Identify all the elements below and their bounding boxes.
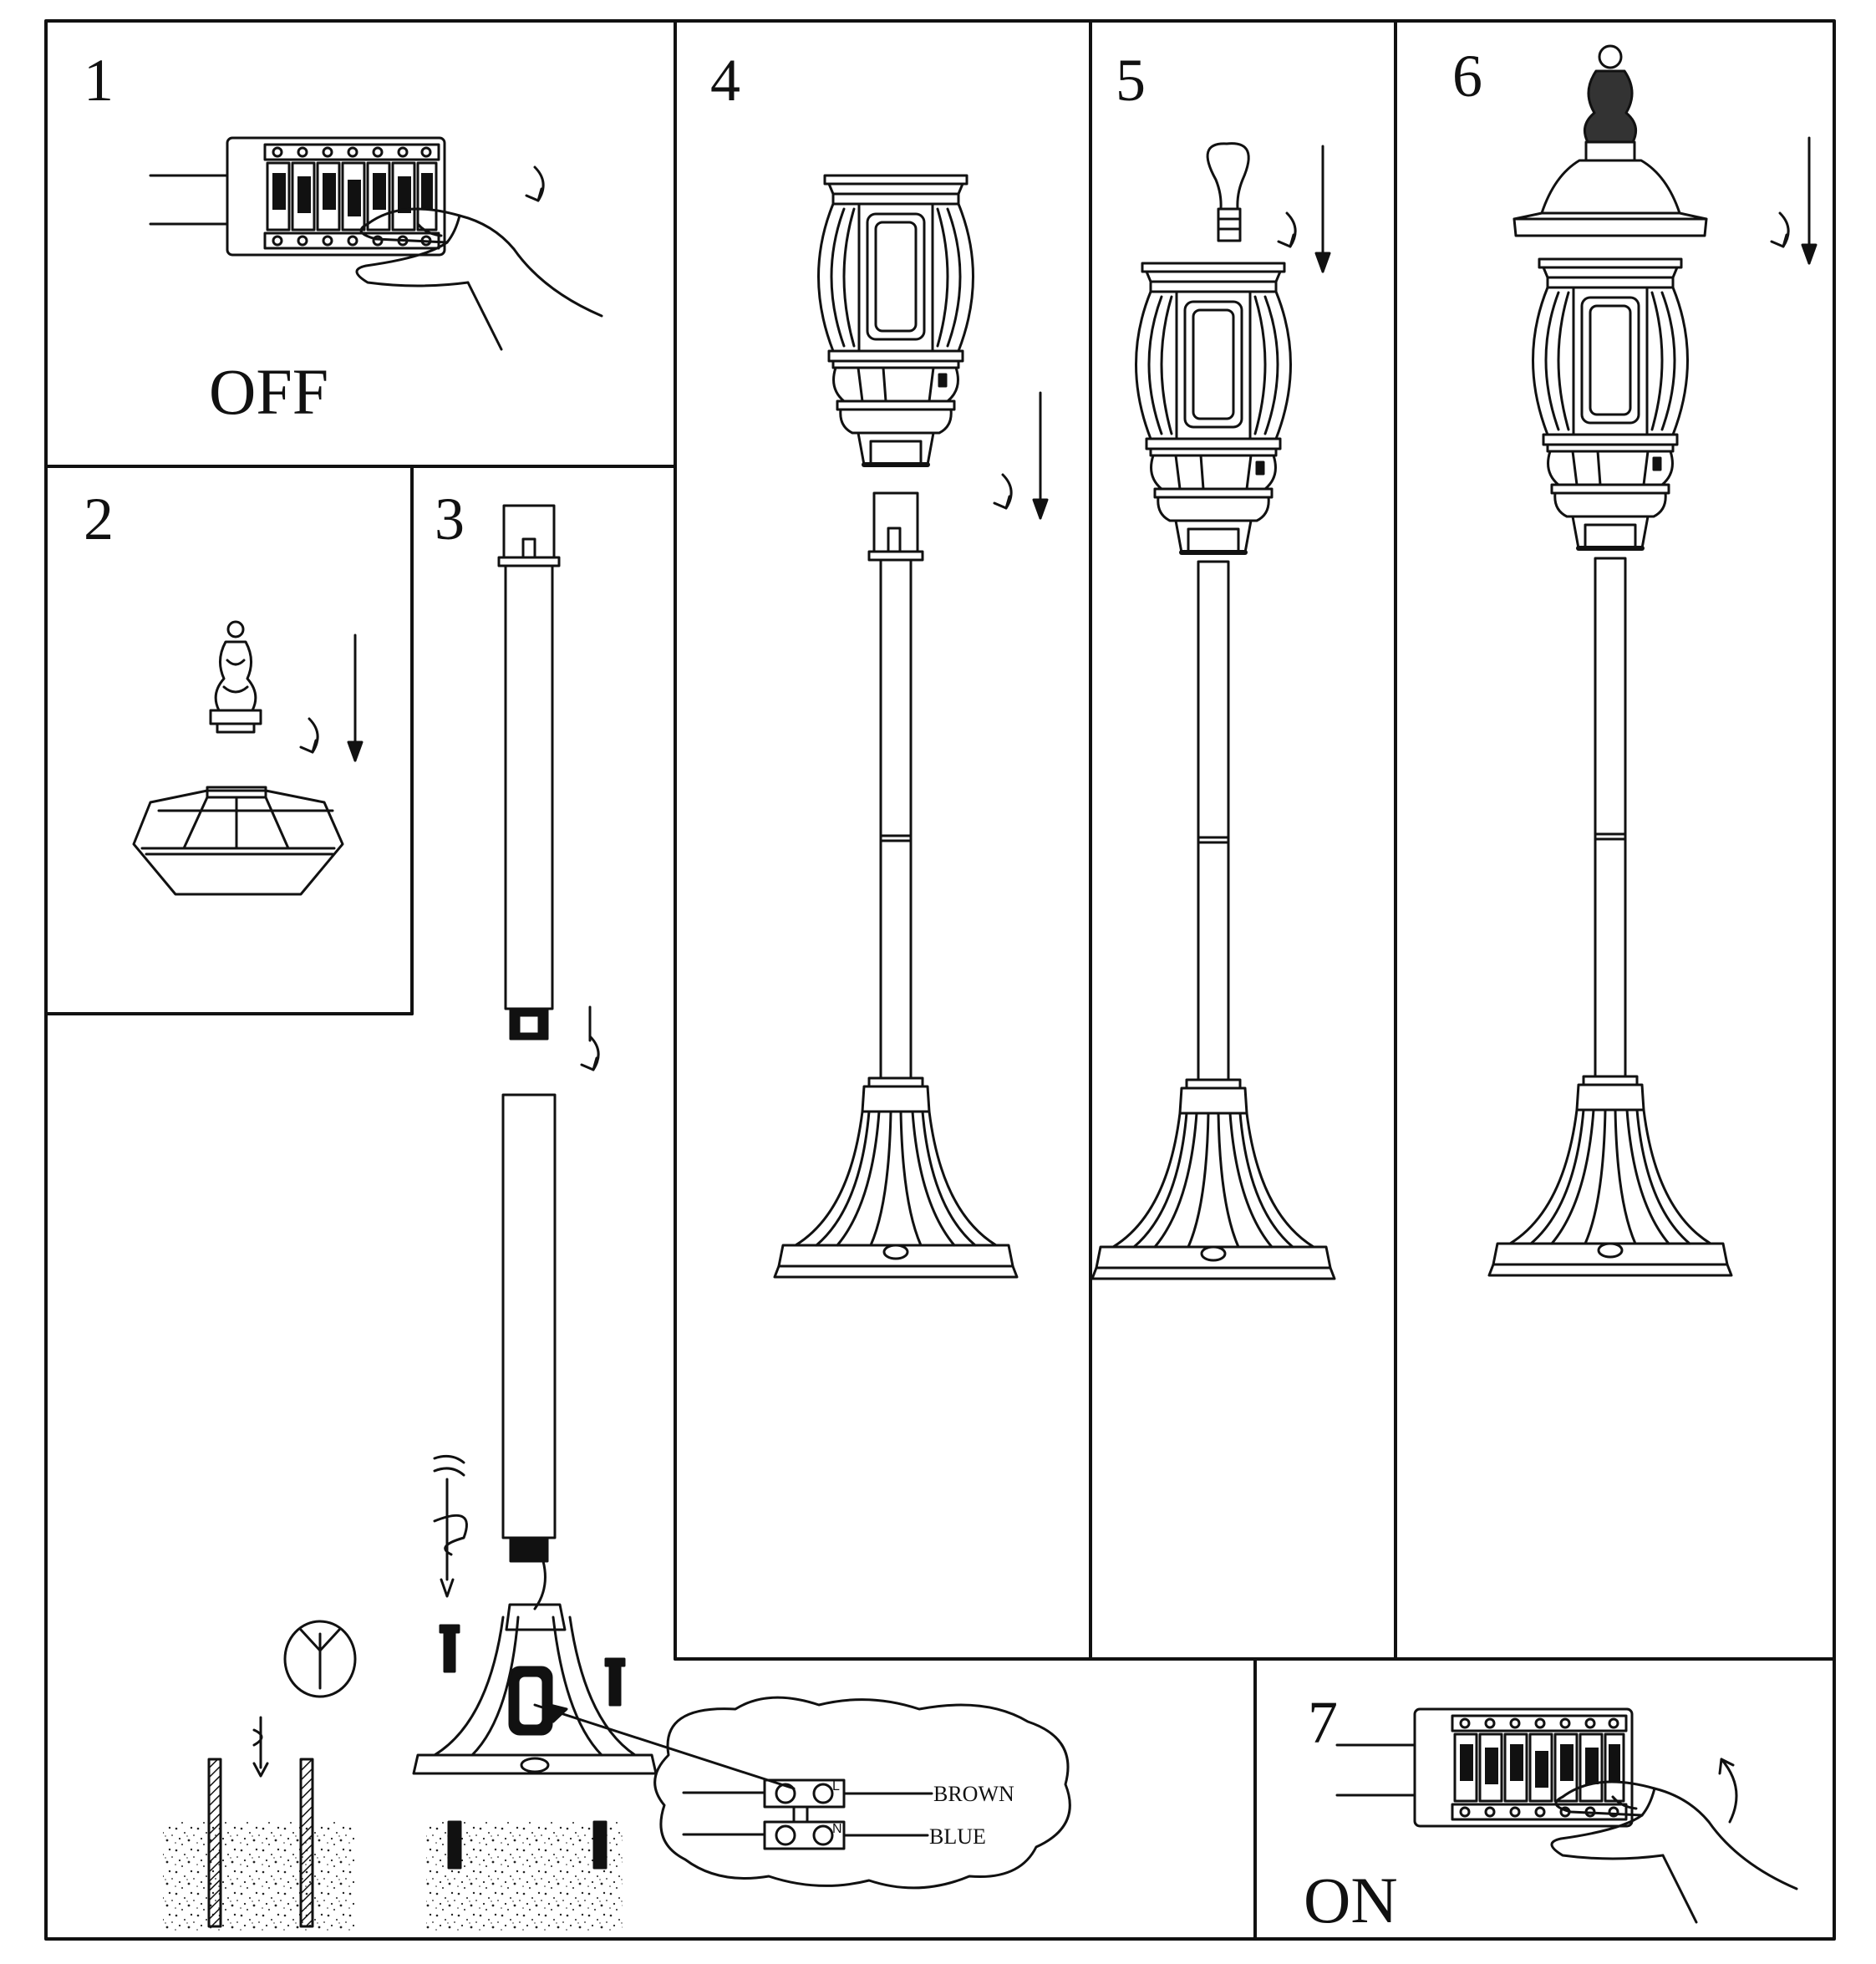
anchor-symbol-icon [283,1620,357,1698]
panel-borders [44,19,1836,1941]
rotate-up-arrow-icon [1718,1758,1738,1824]
switch-on-label: ON [1304,1864,1398,1936]
bulb-icon [1206,142,1250,242]
pole-base-icon [412,1603,658,1775]
step-4-attach-lantern [773,176,1049,1279]
step-3-pole-assembly [163,504,658,1931]
step-number-7: 7 [1308,1689,1338,1756]
brown-wire-label: BROWN [933,1782,1014,1806]
finial-icon [209,620,262,734]
terminal-l-label: L [832,1779,840,1794]
soil-area [163,1822,355,1931]
step-number-5: 5 [1116,47,1146,114]
step-2-cap [132,620,364,896]
blue-wire-label: BLUE [929,1824,986,1849]
top-cap-icon [132,786,344,896]
screw-icon [439,1624,626,1707]
step-7-switch-on [1335,1707,1798,1924]
step-number-2: 2 [84,486,114,552]
step-number-1: 1 [84,47,114,114]
step-1-switch-off [149,136,603,351]
rotate-arrow-icon [525,165,545,202]
wiring-detail [533,1696,1071,1890]
hand-icon-on [1550,1780,1798,1924]
step-number-4: 4 [710,47,740,114]
anchor-icon [433,1454,468,1598]
breaker-icon-on [1413,1707,1634,1828]
terminal-n-label: N [832,1822,842,1836]
step-5-insert-bulb [1091,142,1336,1280]
breaker-icon [226,136,446,257]
step-number-6: 6 [1452,43,1482,109]
finial-icon-assembled [1512,44,1708,237]
step-6-attach-cap [1487,44,1818,1277]
step-number-3: 3 [435,486,465,552]
switch-off-label: OFF [209,355,328,428]
